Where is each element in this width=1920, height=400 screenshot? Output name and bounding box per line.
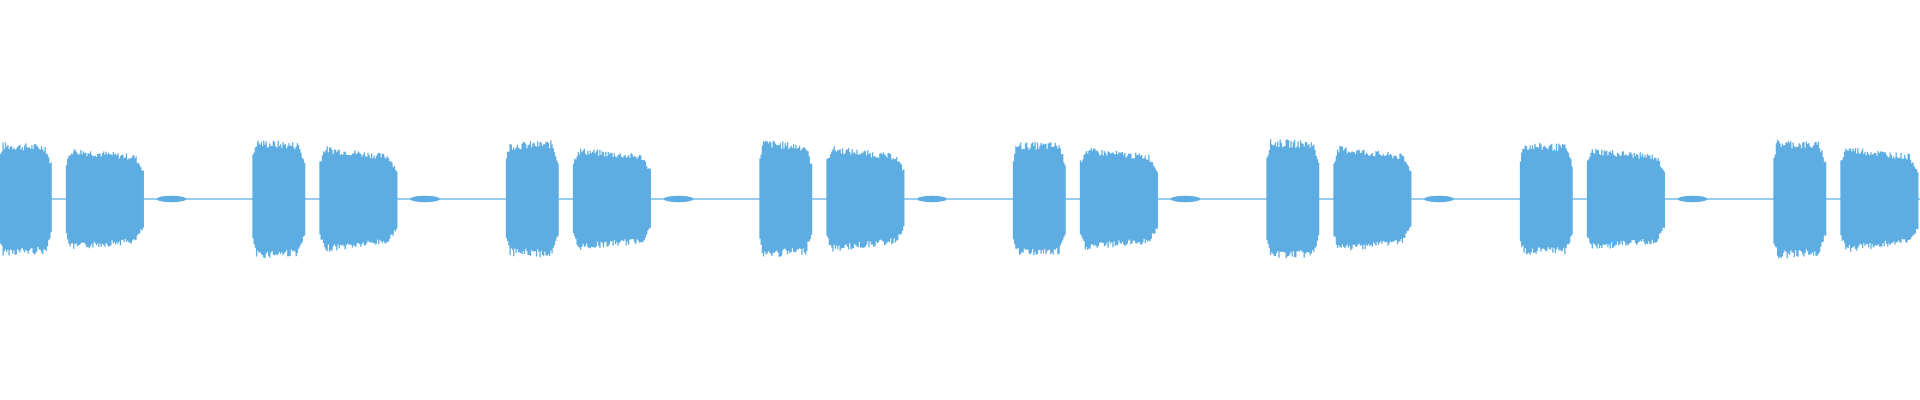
waveform-burst-a	[1773, 139, 1827, 259]
waveform-burst-a	[1519, 142, 1573, 255]
waveform-burst-b	[1840, 148, 1919, 252]
waveform-burst-b	[65, 149, 144, 249]
waveform-blip	[1677, 195, 1708, 203]
waveform-blip	[663, 195, 694, 203]
waveform-burst-b	[1586, 148, 1665, 249]
waveform-blip	[156, 195, 187, 203]
waveform-blip	[410, 195, 440, 203]
waveform-burst-a	[505, 140, 559, 258]
waveform-burst-a	[1012, 142, 1066, 256]
waveform-burst-b	[1333, 145, 1412, 251]
waveform-burst-b	[826, 146, 905, 252]
waveform-burst-b	[572, 148, 651, 250]
waveform-blip	[917, 195, 947, 203]
waveform-burst-b	[319, 146, 398, 252]
waveform-blip	[1424, 195, 1454, 203]
waveform-burst-b	[1079, 148, 1158, 250]
waveform-blip	[1170, 195, 1201, 203]
waveform-burst-a	[0, 142, 52, 256]
waveform-burst-a	[759, 140, 813, 257]
waveform-bursts	[0, 139, 1919, 259]
waveform-burst-a	[252, 140, 306, 258]
waveform-burst-a	[1266, 139, 1320, 259]
